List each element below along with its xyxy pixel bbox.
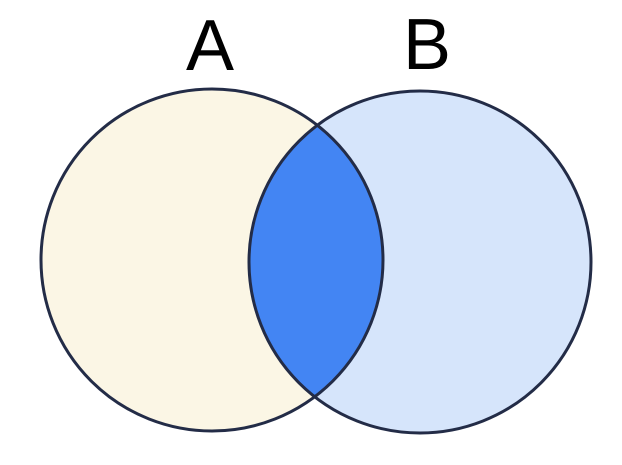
- set-a-outline: [39, 87, 385, 433]
- set-a-label: A: [186, 6, 234, 86]
- intersection-region: [249, 91, 383, 431]
- set-b-label: B: [403, 5, 451, 85]
- set-b-outline: [247, 89, 593, 435]
